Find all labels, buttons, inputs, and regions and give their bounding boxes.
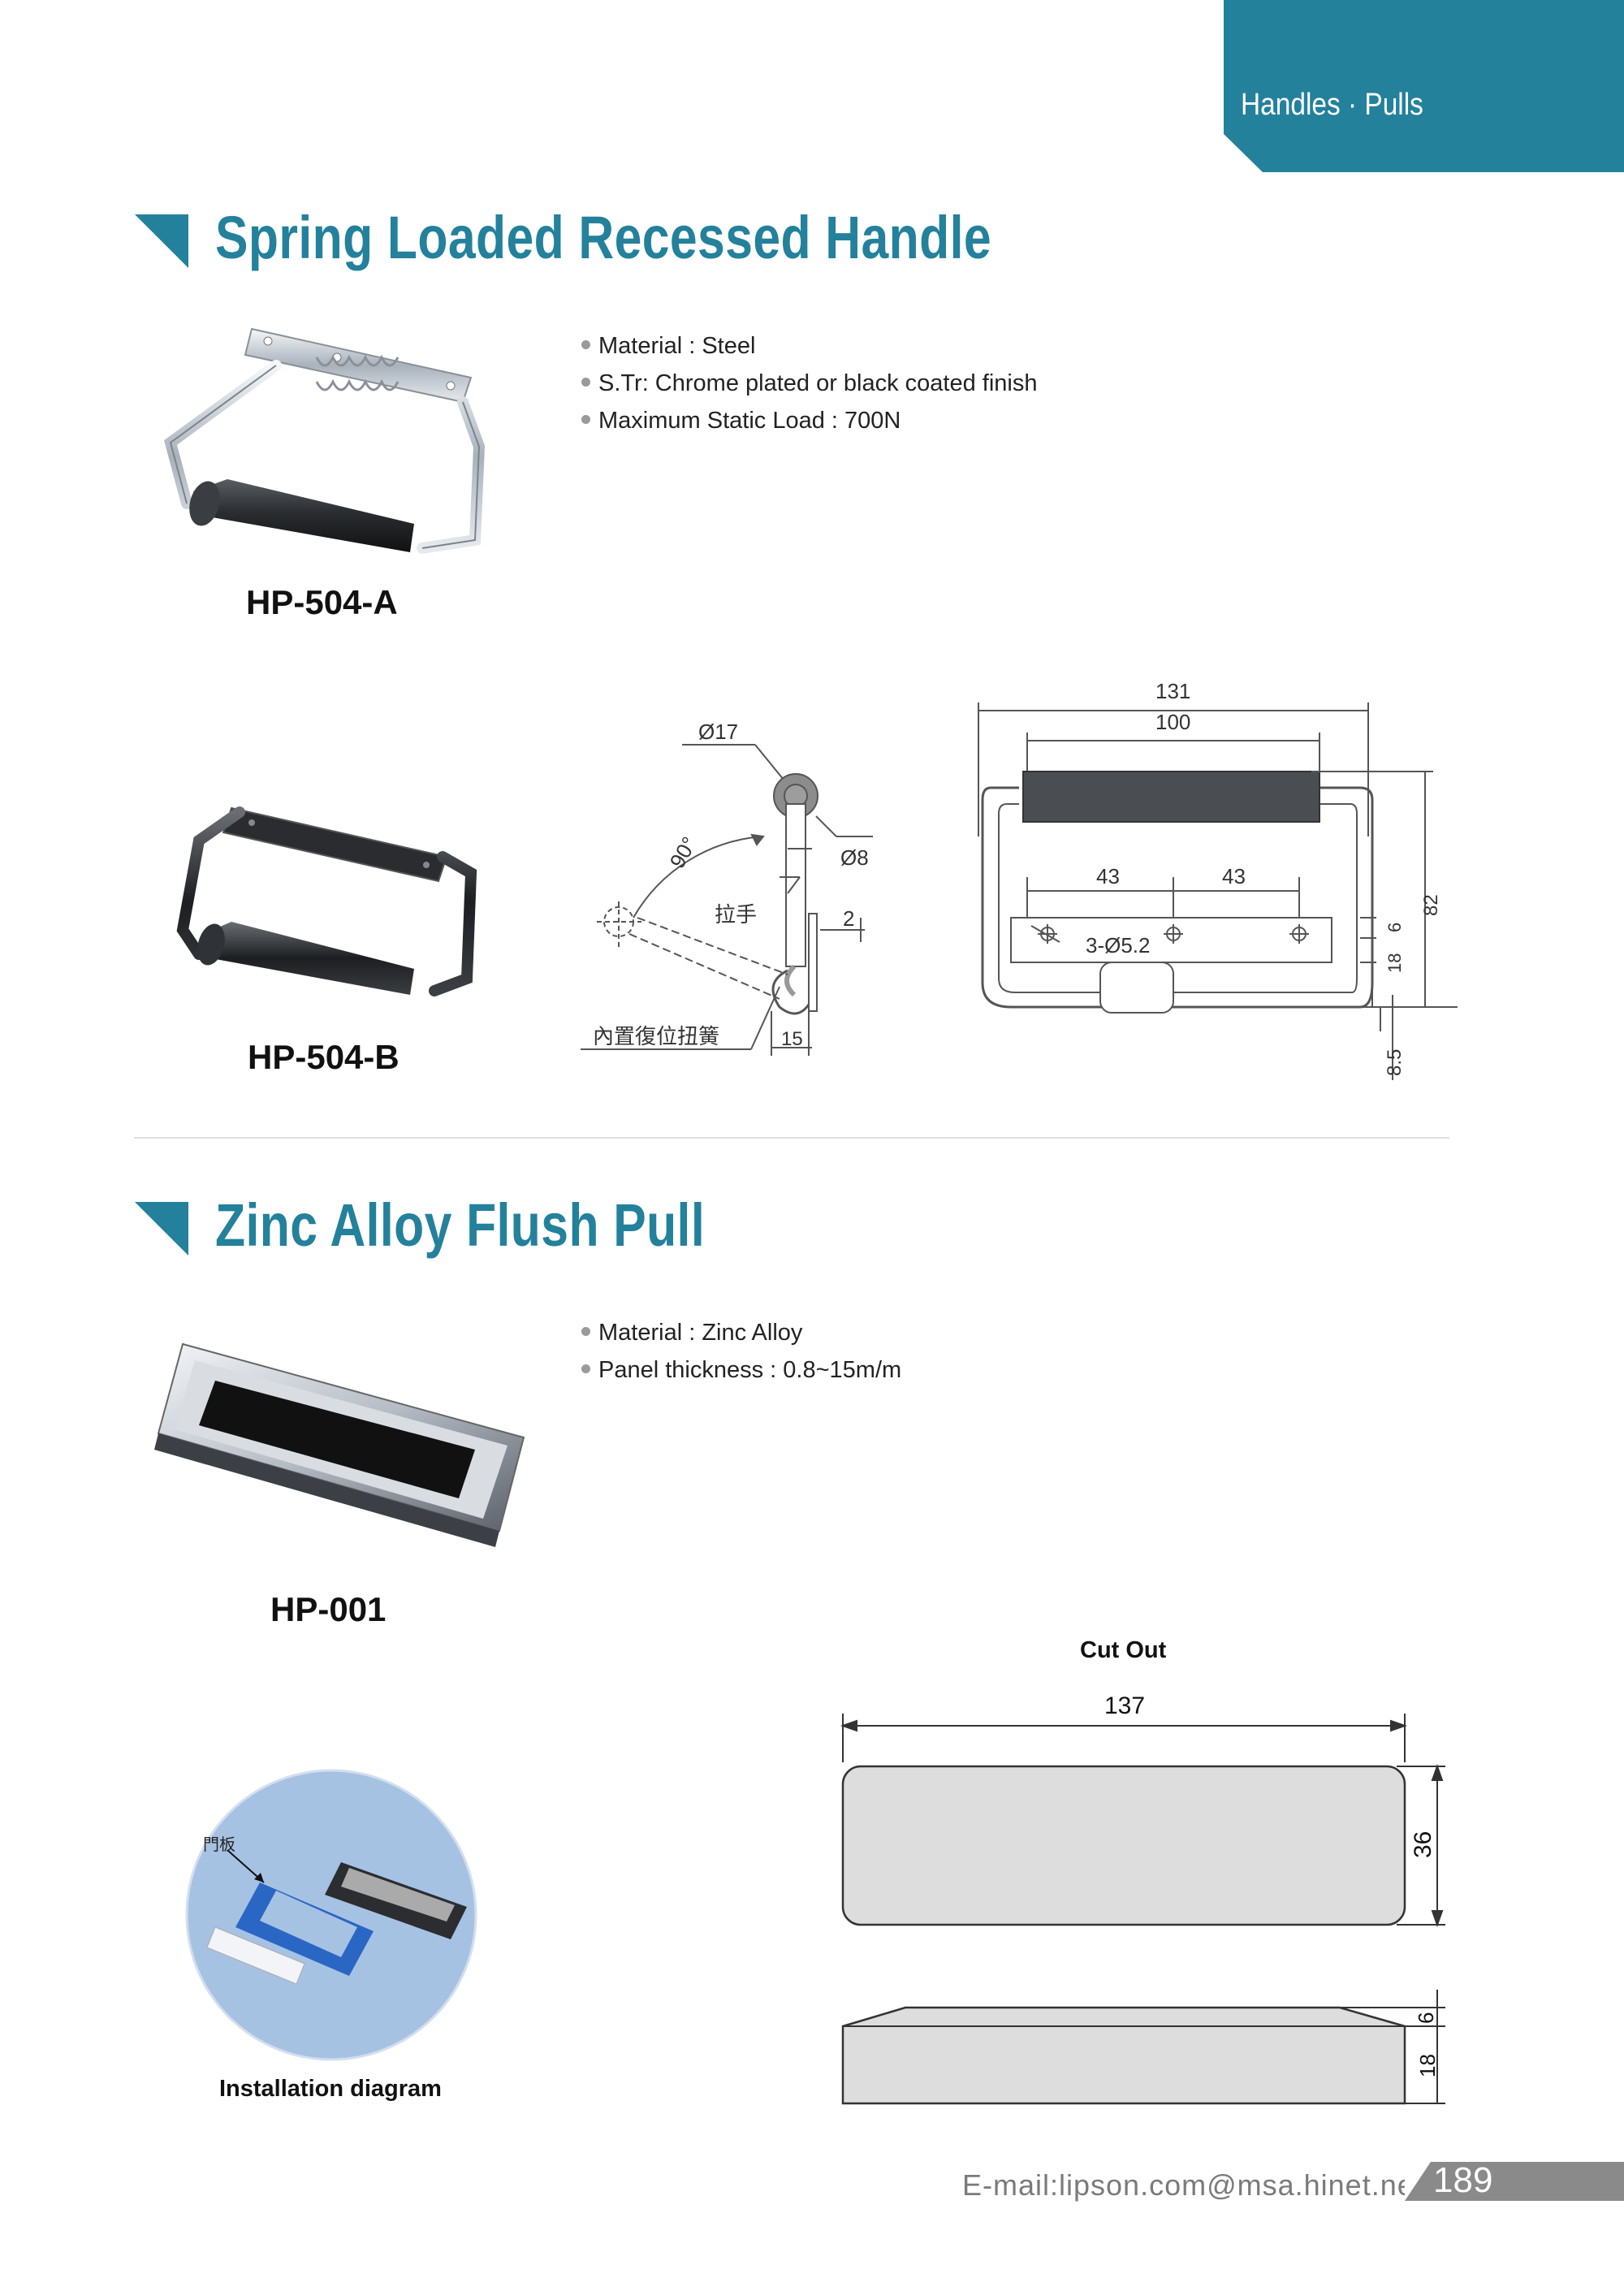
section-title-flush-pull: Zinc Alloy Flush Pull: [215, 1191, 706, 1259]
section-title-spring-handle: Spring Loaded Recessed Handle: [215, 204, 992, 271]
dim-dia-top: Ø17: [698, 720, 738, 744]
dim-width-overall: 131: [1155, 679, 1190, 703]
cutout-drawing: 137 36 6 18: [840, 1692, 1445, 2105]
header-tab: [1224, 0, 1624, 172]
dim-holes: 3-Ø5.2: [1086, 933, 1151, 957]
model-label-hp-001: HP-001: [270, 1590, 387, 1628]
dim-width-grip: 100: [1155, 710, 1190, 734]
spec-item: Material : Zinc Alloy: [581, 1320, 802, 1346]
page-number: 189: [1433, 2160, 1493, 2200]
label-spring: 內置復位扭簧: [593, 1024, 719, 1048]
product-photo-hp-504-b: [176, 806, 477, 996]
dim-dia-pin: Ø8: [840, 845, 869, 870]
dim-h6: 6: [1384, 923, 1405, 932]
cutout-side-18: 18: [1415, 2054, 1440, 2077]
header-tab-notch: [1224, 134, 1263, 172]
product-photo-hp-504-a: [164, 327, 486, 554]
cutout-title: Cut Out: [1080, 1637, 1167, 1663]
side-view-drawing: Ø17 90° Ø8 拉手 2 內置復位扭簧 15: [581, 720, 873, 1056]
page-number-bar: [1405, 2162, 1624, 2201]
dim-offset: 15: [781, 1028, 803, 1050]
model-label-hp-504-a: HP-504-A: [246, 583, 398, 621]
category-label: Handles · Pulls: [1241, 88, 1423, 122]
spec-item: Maximum Static Load : 700N: [581, 408, 901, 434]
dim-angle: 90°: [665, 832, 702, 872]
dim-h18: 18: [1384, 953, 1405, 973]
dim-thickness: 2: [843, 906, 854, 931]
page-number-notch: [1405, 2162, 1431, 2201]
spec-item: S.Tr: Chrome plated or black coated fini…: [581, 370, 1038, 397]
front-view-drawing: 131 100 43 43 3-Ø5.2 6 18 82 8.5: [978, 679, 1458, 1080]
spec-item: Material : Steel: [581, 333, 755, 360]
label-handle: 拉手: [715, 902, 757, 927]
footer-email: E-mail:lipson.com@msa.hinet.net: [962, 2168, 1423, 2202]
installation-caption: Installation diagram: [219, 2076, 442, 2102]
installation-diagram: 門板: [185, 1769, 477, 2061]
cutout-side-6: 6: [1414, 2012, 1438, 2024]
section-marker-1: [135, 214, 188, 268]
model-label-hp-504-b: HP-504-B: [248, 1038, 400, 1076]
dim-hole-spacing-2: 43: [1222, 864, 1246, 888]
cutout-width: 137: [1104, 1692, 1145, 1719]
product-photo-hp-001: [154, 1342, 525, 1547]
cutout-height: 36: [1410, 1831, 1436, 1858]
spec-item: Panel thickness : 0.8~15m/m: [581, 1357, 901, 1384]
dim-hole-spacing-1: 43: [1096, 864, 1120, 888]
dim-height: 82: [1420, 894, 1442, 916]
dim-depth: 8.5: [1384, 1049, 1406, 1076]
section-divider: [134, 1137, 1449, 1139]
section-marker-2: [135, 1202, 188, 1256]
install-label: 門板: [203, 1835, 235, 1854]
